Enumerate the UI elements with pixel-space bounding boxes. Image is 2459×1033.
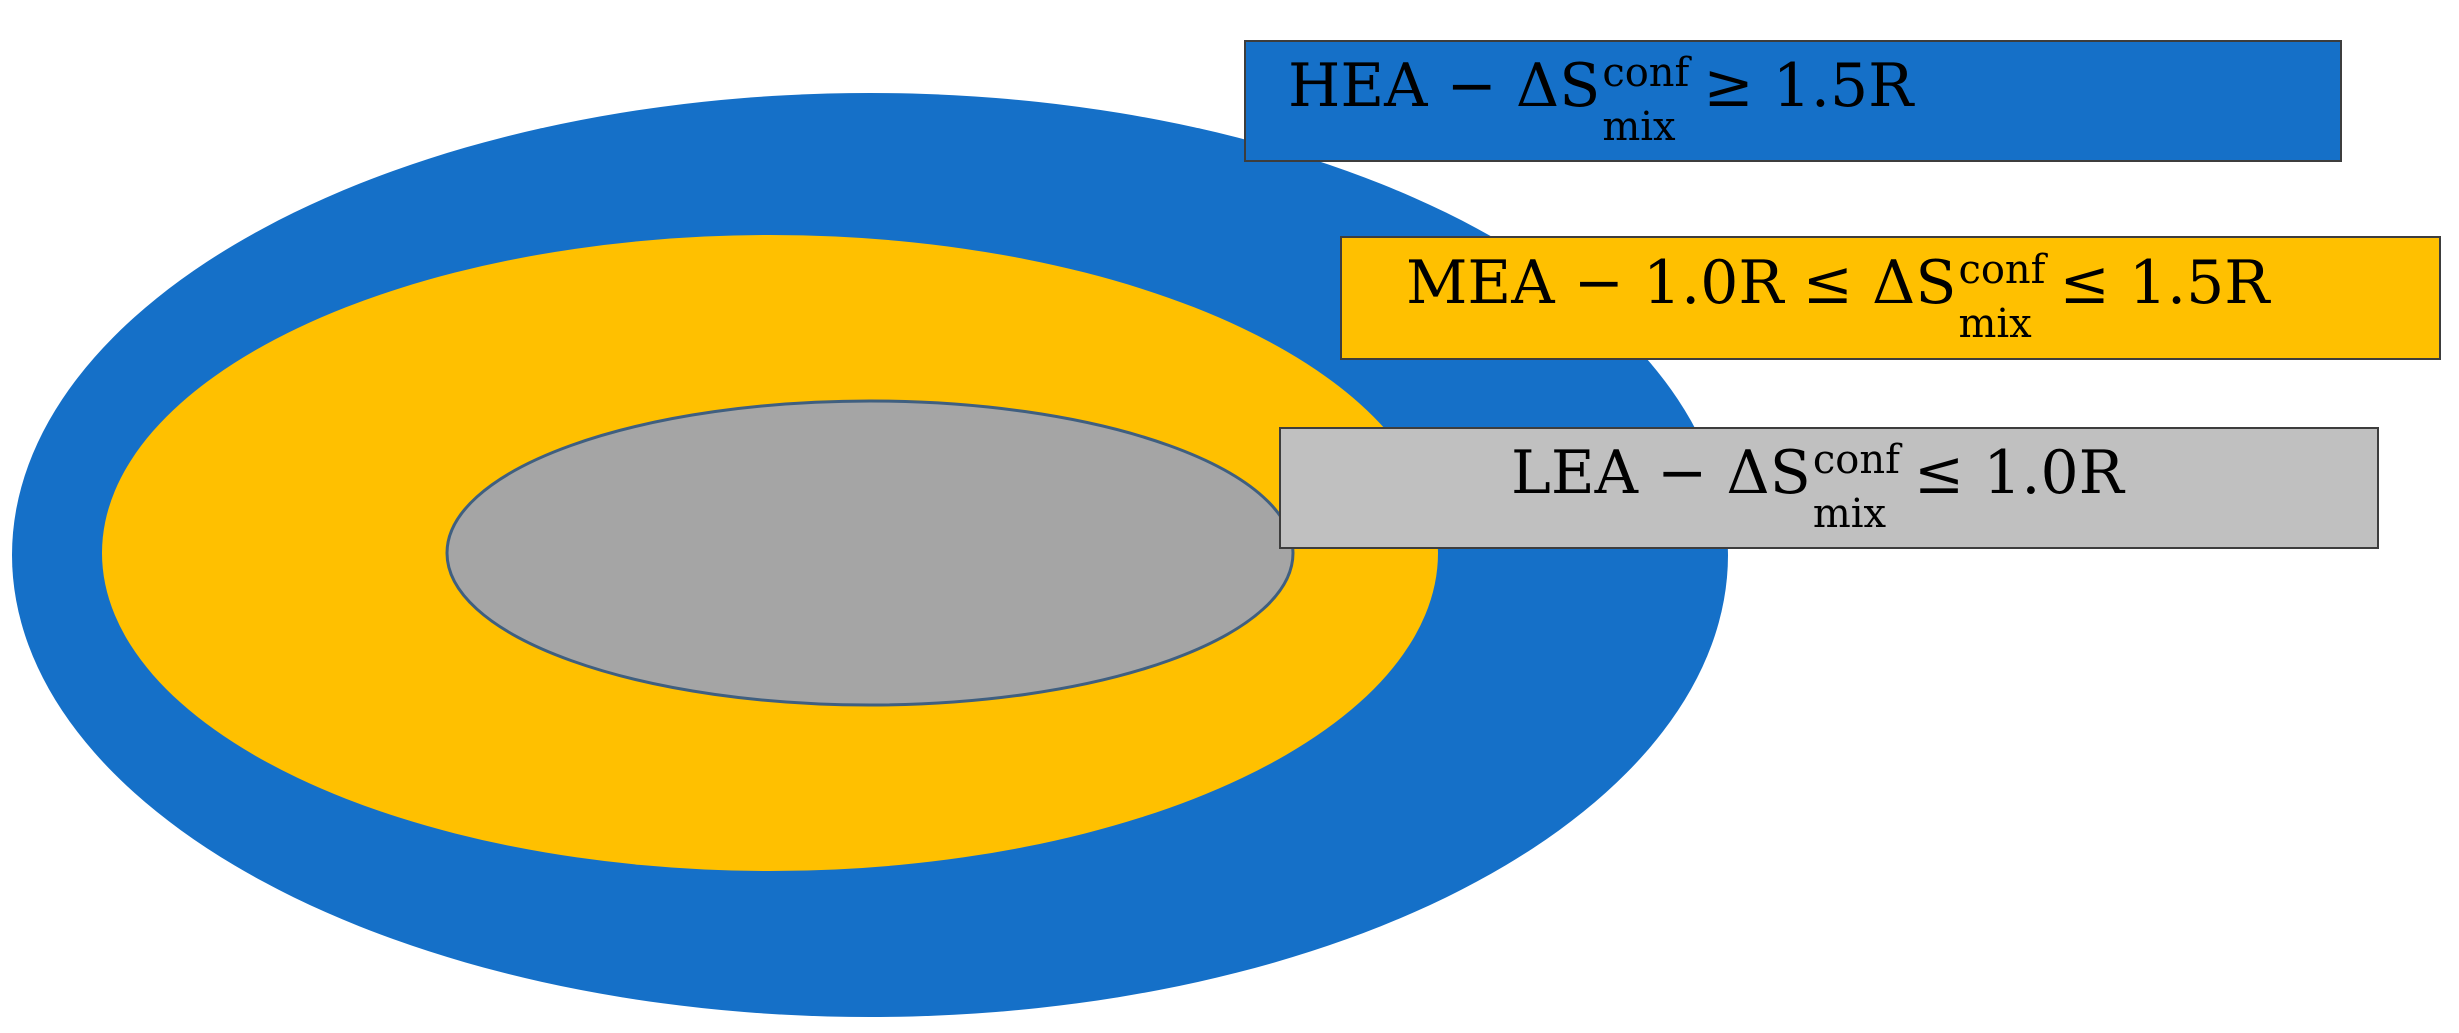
mea-label-superscript: conf (1958, 246, 2046, 293)
mea-label-box: MEA − 1.0R ≤ ΔS conf mix ≤ 1.5R (1340, 236, 2441, 360)
lea-inner-ellipse (445, 399, 1295, 707)
lea-label-suffix: ≤ 1.0R (1913, 437, 2124, 508)
hea-label-superscript: conf (1602, 49, 1690, 96)
lea-label-prefix: LEA − ΔS (1511, 437, 1811, 508)
hea-label-prefix: HEA − ΔS (1288, 50, 1601, 121)
lea-label-superscript: conf (1812, 436, 1900, 483)
mea-label-suffix: ≤ 1.5R (2059, 247, 2270, 318)
mea-label-prefix: MEA − 1.0R ≤ ΔS (1406, 247, 1957, 318)
mea-label-subscript: mix (1958, 300, 2032, 347)
hea-label-suffix: ≥ 1.5R (1703, 50, 1914, 121)
lea-label-subscript: mix (1812, 490, 1887, 537)
lea-label-box: LEA − ΔS conf mix ≤ 1.0R (1279, 427, 2379, 549)
hea-label-box: HEA − ΔS conf mix ≥ 1.5R (1244, 40, 2342, 162)
hea-label-subscript: mix (1602, 103, 1676, 150)
